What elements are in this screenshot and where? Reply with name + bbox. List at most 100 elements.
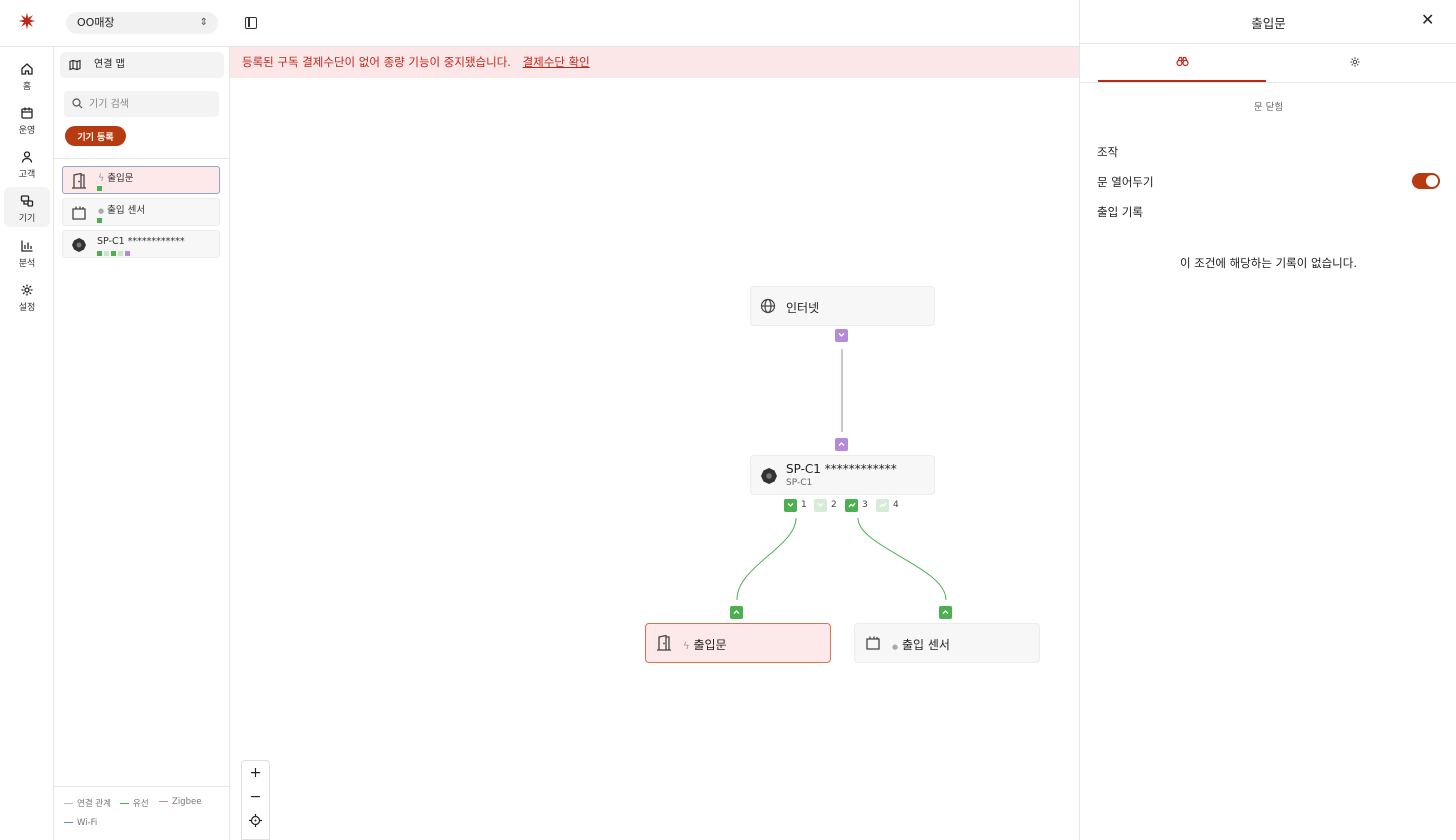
- connection-map-canvas[interactable]: 등록된 구독 결제수단이 없어 종량 기능이 중지됐습니다. 결제수단 확인 인…: [230, 47, 1079, 840]
- nav-label: 고객: [18, 170, 36, 180]
- sidebar-toggle-icon[interactable]: [245, 17, 257, 29]
- port-handle[interactable]: [835, 438, 848, 451]
- nav-item-settings[interactable]: 설정: [4, 276, 50, 316]
- legend-zigbee: Zigbee: [159, 797, 201, 807]
- tab-monitor[interactable]: [1098, 44, 1266, 82]
- sensor-icon: [866, 636, 880, 650]
- device-status: [97, 186, 104, 191]
- nav-label: 운영: [18, 126, 36, 136]
- hold-open-label: 문 열어두기: [1097, 175, 1154, 189]
- store-selector[interactable]: OO매장 ⇕: [66, 12, 218, 34]
- divider: [1080, 43, 1456, 44]
- nav-item-home[interactable]: 홈: [4, 55, 50, 95]
- node-name-text: 출입문: [693, 638, 727, 652]
- chevron-up-icon: [838, 442, 845, 446]
- device-name-text: 출입문: [107, 173, 134, 184]
- fit-view-button[interactable]: [242, 809, 269, 833]
- binoculars-icon: [1175, 56, 1189, 67]
- port-4[interactable]: [876, 499, 889, 512]
- node-name: ϟ 출입문: [683, 636, 727, 653]
- bar-chart-icon: [21, 240, 33, 252]
- device-sidebar: 연결 맵 기기 등록 ϟ 출입문 ● 출입 센서 SP-C1 *********…: [54, 47, 230, 840]
- sensor-icon: [72, 206, 86, 220]
- device-item-controller[interactable]: SP-C1 ************: [62, 230, 220, 258]
- status-dot-icon: ●: [98, 207, 105, 215]
- port-3[interactable]: [845, 499, 858, 512]
- device-name-text: 출입 센서: [107, 205, 146, 216]
- node-model: SP-C1: [786, 478, 813, 488]
- port-number: 3: [862, 500, 868, 510]
- port-handle[interactable]: [939, 606, 952, 619]
- nav-item-customer[interactable]: 고객: [4, 143, 50, 183]
- gear-icon: [1350, 57, 1360, 67]
- divider: [1080, 82, 1456, 83]
- nav-label: 홈: [22, 82, 32, 92]
- connection-map-label: 연결 맵: [94, 59, 125, 70]
- devices-icon: [20, 195, 34, 207]
- home-icon: [21, 63, 33, 75]
- node-name: 인터넷: [786, 301, 820, 315]
- close-icon[interactable]: ✕: [1421, 10, 1435, 29]
- chevron-up-icon: [942, 610, 949, 614]
- chevron-down-icon: [838, 333, 845, 337]
- logo: ✷: [17, 10, 37, 35]
- globe-icon: [760, 298, 776, 314]
- divider: [54, 158, 230, 159]
- zoom-out-button[interactable]: −: [249, 789, 262, 805]
- device-item-door[interactable]: ϟ 출입문: [62, 166, 220, 194]
- calendar-icon: [21, 107, 33, 119]
- legend-wifi: Wi-Fi: [64, 818, 97, 828]
- port-number: 1: [801, 500, 807, 510]
- zoom-in-button[interactable]: +: [249, 765, 262, 781]
- port-2[interactable]: [814, 499, 827, 512]
- search-icon: [72, 98, 83, 109]
- tab-settings[interactable]: [1271, 44, 1439, 82]
- legend-relation: 연결 관계: [64, 797, 111, 809]
- port-handle[interactable]: [835, 329, 848, 342]
- node-name: ● 출입 센서: [892, 636, 950, 653]
- node-sensor[interactable]: ● 출입 센서: [854, 623, 1040, 663]
- power-icon: ϟ: [683, 641, 690, 652]
- map-icon: [69, 59, 81, 71]
- user-icon: [21, 151, 33, 163]
- connection-legend: 연결 관계 유선 Zigbee Wi-Fi: [54, 786, 230, 840]
- nav-rail: 홈 운영 고객 기기 분석 설정: [0, 47, 54, 840]
- control-section-title: 조작: [1097, 145, 1119, 159]
- nav-item-analytics[interactable]: 분석: [4, 232, 50, 272]
- port-1[interactable]: [784, 499, 797, 512]
- device-search-input[interactable]: [64, 91, 219, 117]
- nav-item-devices[interactable]: 기기: [4, 187, 50, 227]
- empty-log-message: 이 조건에 해당하는 기록이 없습니다.: [1180, 256, 1357, 270]
- nav-label: 분석: [18, 259, 36, 269]
- hold-open-toggle[interactable]: [1412, 173, 1440, 189]
- chevron-up-icon: [733, 610, 740, 614]
- door-status-text: 문 닫힘: [1253, 102, 1284, 113]
- gear-icon: [21, 284, 33, 296]
- node-internet[interactable]: 인터넷: [750, 286, 935, 326]
- zoom-controls: + −: [241, 760, 270, 840]
- register-device-button[interactable]: 기기 등록: [65, 126, 126, 146]
- nav-item-operation[interactable]: 운영: [4, 99, 50, 139]
- device-ports-status: [97, 251, 132, 256]
- connection-map-tab[interactable]: 연결 맵: [60, 52, 224, 78]
- device-status: [97, 218, 104, 223]
- drawer-title: 출입문: [1251, 16, 1286, 31]
- controller-icon: [72, 238, 86, 252]
- payment-alert-banner: 등록된 구독 결제수단이 없어 종량 기능이 중지됐습니다. 결제수단 확인: [230, 47, 1079, 78]
- port-handle[interactable]: [730, 606, 743, 619]
- chevron-updown-icon: ⇕: [199, 17, 208, 28]
- wired-link-sensor: [857, 517, 947, 601]
- chevron-down-icon: [817, 503, 824, 507]
- toggle-knob: [1426, 175, 1438, 187]
- port-number: 2: [831, 500, 837, 510]
- door-icon: [72, 173, 86, 189]
- node-door[interactable]: ϟ 출입문: [645, 623, 831, 663]
- check-payment-link[interactable]: 결제수단 확인: [522, 55, 590, 69]
- nav-label: 기기: [18, 214, 36, 224]
- connection-lines: [736, 349, 947, 601]
- node-controller[interactable]: SP-C1 ************ SP-C1: [750, 455, 935, 495]
- power-icon: ϟ: [98, 173, 105, 184]
- device-item-sensor[interactable]: ● 출입 센서: [62, 198, 220, 226]
- status-dot-icon: ●: [892, 643, 899, 651]
